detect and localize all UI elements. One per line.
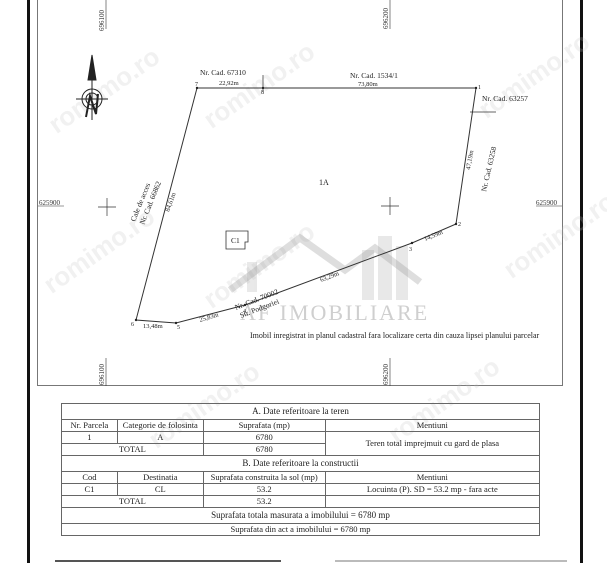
distance-label: 63,29m <box>319 270 340 284</box>
summary-measured: Suprafata totala masurata a imobilului =… <box>61 507 540 524</box>
signature-line-left <box>55 560 281 562</box>
vertex-label: 5 <box>177 325 180 331</box>
header-destinatia: Destinatia <box>116 471 204 484</box>
neighbor-label-north-west: Nr. Cad. 67310 <box>200 68 246 77</box>
vertex-label: 6 <box>131 322 134 328</box>
grid-label-y-left: 625900 <box>39 199 61 207</box>
total-label-b: TOTAL <box>61 495 204 508</box>
cell-categorie: A <box>116 431 204 444</box>
cell-suprafata-construita: 53.2 <box>202 483 326 496</box>
vertex-label: 4 <box>243 309 246 315</box>
building-c1 <box>225 230 249 250</box>
distance-label: 47,19m <box>465 150 475 171</box>
grid-label-x-top-right: 696200 <box>382 8 390 30</box>
section-b-title: B. Date referitoare la constructii <box>61 455 540 472</box>
neighbor-label-east: Nr. Cad. 63258 <box>479 146 498 193</box>
total-value-a: 6780 <box>202 443 326 456</box>
distance-label: 25,83m <box>199 311 220 323</box>
header-categorie: Categorie de folosinta <box>116 419 204 432</box>
vertex-label: 8 <box>261 90 264 96</box>
parcel-boundary <box>135 87 477 324</box>
cell-nr-parcela: 1 <box>61 431 118 444</box>
header-nr-parcela: Nr. Parcela <box>61 419 118 432</box>
cell-suprafata: 6780 <box>202 431 326 444</box>
header-mentiuni: Mentiuni <box>324 419 541 432</box>
building-label: C1 <box>231 236 240 245</box>
vertex-label: 2 <box>458 222 461 228</box>
page-border-right <box>580 0 583 563</box>
cell-cod: C1 <box>61 483 118 496</box>
cell-destinatia: CL <box>116 483 204 496</box>
summary-act: Suprafata din act a imobilului = 6780 mp <box>61 523 540 536</box>
total-label-a: TOTAL <box>61 443 204 456</box>
parcel-id-label: 1A <box>319 178 329 187</box>
vertex-label: 3 <box>409 247 412 253</box>
grid-label-x-top-left: 696100 <box>98 10 106 32</box>
total-value-b: 53.2 <box>202 495 326 508</box>
grid-label-x-bottom-left: 696100 <box>98 364 106 386</box>
distance-label: 22,92m <box>219 80 239 87</box>
distance-label: 73,80m <box>358 81 378 88</box>
distance-label: 84,61m <box>164 192 177 213</box>
neighbor-label-north-east: Nr. Cad. 63257 <box>482 94 528 103</box>
grid-cross-icon <box>98 197 399 216</box>
grid-label-y-right: 625900 <box>536 199 558 207</box>
distance-label: 13,48m <box>143 323 163 330</box>
vertex-label: 7 <box>195 82 198 88</box>
header-suprafata-construita: Suprafata construita la sol (mp) <box>202 471 326 484</box>
vertex-label: 1 <box>478 85 481 91</box>
neighbor-label-north: Nr. Cad. 1534/1 <box>350 71 398 80</box>
logo-text: AF IMOBILIARE <box>240 300 429 325</box>
cell-empty <box>324 495 541 508</box>
page-border-left <box>27 0 30 563</box>
cell-mentiuni-teren: Teren total imprejmuit cu gard de plasa <box>324 431 541 456</box>
logo-house-icon <box>227 233 423 293</box>
cell-mentiuni-constructie: Locuinta (P). SD = 53.2 mp - fara acte <box>324 483 541 496</box>
header-cod: Cod <box>61 471 118 484</box>
header-suprafata: Suprafata (mp) <box>202 419 326 432</box>
grid-label-x-bottom-right: 696200 <box>382 364 390 386</box>
section-a-title: A. Date referitoare la teren <box>61 403 540 420</box>
data-table: A. Date referitoare la teren Nr. Parcela… <box>61 403 541 536</box>
map-frame <box>37 0 563 386</box>
registration-note: Imobil inregistrat in planul cadastral f… <box>250 331 540 340</box>
north-arrow-icon <box>76 54 108 120</box>
header-mentiuni-b: Mentiuni <box>324 471 541 484</box>
signature-line-right <box>335 560 567 562</box>
distance-label: 14,59m <box>423 229 444 243</box>
